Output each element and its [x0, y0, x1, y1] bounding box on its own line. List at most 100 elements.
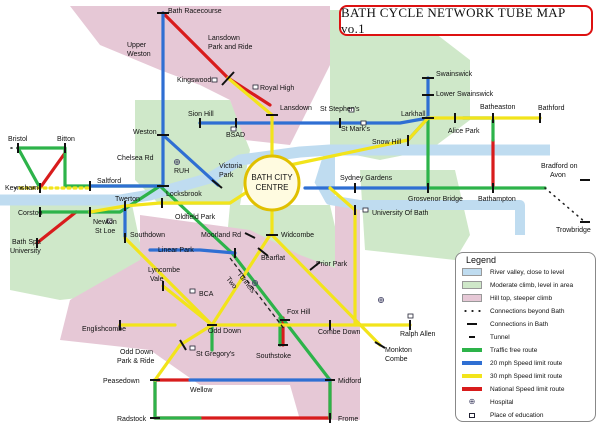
label-st-stephens: St Stephen's — [320, 106, 360, 113]
moderate-area — [360, 170, 470, 260]
label-bca: BCA — [199, 291, 214, 298]
label-southdown: Southdown — [130, 232, 165, 239]
hill-area — [60, 215, 360, 420]
label-radstock: Radstock — [117, 416, 147, 423]
centre-label-line1: BATH CITY — [251, 173, 293, 182]
label-saltford: Saltford — [97, 178, 121, 185]
legend-label: Tunnel — [490, 333, 510, 341]
legend-row: Connections beyond Bath — [462, 306, 564, 316]
legend-swatch — [469, 336, 475, 338]
legend-label: Moderate climb, level in area — [490, 281, 574, 289]
connection-beyond-bath — [544, 187, 586, 223]
label-bathampton: Bathampton — [478, 196, 516, 203]
route-traffic-free — [16, 146, 42, 190]
route-30mph — [88, 188, 252, 214]
label-linear-park: Linear Park — [158, 247, 194, 254]
education-icon — [189, 288, 196, 294]
label-oddpr-1: Odd Down — [120, 349, 153, 356]
education-icon — [106, 218, 113, 224]
legend-swatch — [462, 294, 482, 302]
labels-layer: Bath Racecourse Upper Weston Lansdown Pa… — [5, 8, 591, 423]
legend-label: National Speed limit route — [490, 385, 565, 393]
label-southstoke: Southstoke — [256, 353, 291, 360]
map-title-box: BATH CYCLE NETWORK TUBE MAP vo.1 — [339, 5, 593, 36]
label-grosvenor-bridge: Grosvenor Bridge — [408, 196, 463, 203]
education-markers — [106, 77, 414, 351]
label-sion-hill: Sion Hill — [188, 111, 214, 118]
education-icon — [211, 77, 218, 83]
legend-swatch — [462, 348, 482, 352]
legend-row: 20 mph Speed limit route — [462, 358, 562, 368]
label-midford: Midford — [338, 378, 361, 385]
label-university-of-bath: University Of Bath — [372, 210, 429, 217]
hospital-icon — [251, 279, 258, 286]
label-weston: Weston — [133, 129, 157, 136]
legend-swatch — [462, 361, 482, 365]
route-20mph — [161, 133, 220, 187]
label-bradford-1: Bradford on — [541, 163, 578, 170]
label-bradford-2: Avon — [550, 172, 566, 179]
route-30mph — [153, 284, 214, 382]
label-larkhall: Larkhall — [401, 111, 426, 118]
education-icon — [469, 412, 475, 418]
label-oddpr-2: Park & Ride — [117, 358, 154, 365]
label-alice-park: Alice Park — [448, 128, 480, 135]
legend-row: Connections in Bath — [462, 319, 548, 329]
education-icon — [230, 126, 237, 132]
route-traffic-free — [153, 378, 202, 420]
education-icon — [189, 345, 196, 351]
legend-row: Place of education — [462, 410, 543, 420]
label-newton-1: Newton — [93, 219, 117, 226]
hospital-markers — [173, 158, 384, 303]
label-bearflat: Bearflat — [261, 255, 285, 262]
label-bsad: BSAD — [226, 132, 245, 139]
hospital-icon: ⊕ — [468, 397, 476, 406]
legend-row: Hill top, steeper climb — [462, 293, 552, 303]
label-st-gregorys: St Gregory's — [196, 351, 235, 358]
station-victoria-park — [211, 179, 223, 189]
legend-label: Hill top, steeper climb — [490, 294, 553, 302]
legend-swatch — [467, 323, 477, 325]
label-lansdown: Lansdown — [280, 105, 312, 112]
label-bitton: Bitton — [57, 136, 75, 143]
label-englishcombe: Englishcombe — [82, 326, 126, 333]
city-centre-circle — [243, 154, 301, 212]
route-national — [38, 151, 67, 190]
label-batheaston: Batheaston — [480, 104, 516, 111]
legend-label: Connections in Bath — [490, 320, 549, 328]
label-lower-swainswick: Lower Swainswick — [436, 91, 494, 98]
legend-row: Tunnel — [462, 332, 510, 342]
moderate-area — [10, 195, 150, 300]
hospital-icon — [173, 158, 180, 165]
legend-row: National Speed limit route — [462, 384, 564, 394]
legend-swatch — [462, 281, 482, 289]
river-valley — [314, 148, 335, 203]
legend-row: River valley, close to level — [462, 267, 564, 277]
label-prior-park: Prior Park — [316, 261, 348, 268]
station-lansdown-park-ride — [221, 71, 235, 86]
legend-row: ⊕Hospital — [462, 397, 514, 407]
station-moorland-rd — [244, 232, 256, 239]
two-tunnels-tunnel — [229, 257, 286, 331]
legend-swatch — [462, 387, 482, 391]
label-widcombe: Widcombe — [281, 232, 314, 239]
education-icon — [348, 107, 355, 113]
legend-swatch — [462, 310, 482, 312]
legend-title: Legend — [466, 255, 497, 265]
label-bsu-1: Bath Spa — [12, 239, 41, 246]
route-20mph — [198, 116, 430, 125]
routes-layer — [16, 11, 547, 420]
label-wellow: Wellow — [190, 387, 213, 394]
legend-label: Place of education — [490, 411, 544, 419]
label-kingswood: Kingswood — [177, 77, 211, 84]
label-oldfield-park: Oldfield Park — [175, 214, 216, 221]
education-icon — [407, 313, 414, 319]
label-lansdown-pr-1: Lansdown — [208, 35, 240, 42]
route-traffic-free — [38, 184, 162, 214]
label-royal-high: Royal High — [260, 85, 294, 92]
route-20mph — [148, 248, 237, 255]
label-ralph-allen: Ralph Allen — [400, 331, 436, 338]
route-30mph — [123, 236, 214, 327]
